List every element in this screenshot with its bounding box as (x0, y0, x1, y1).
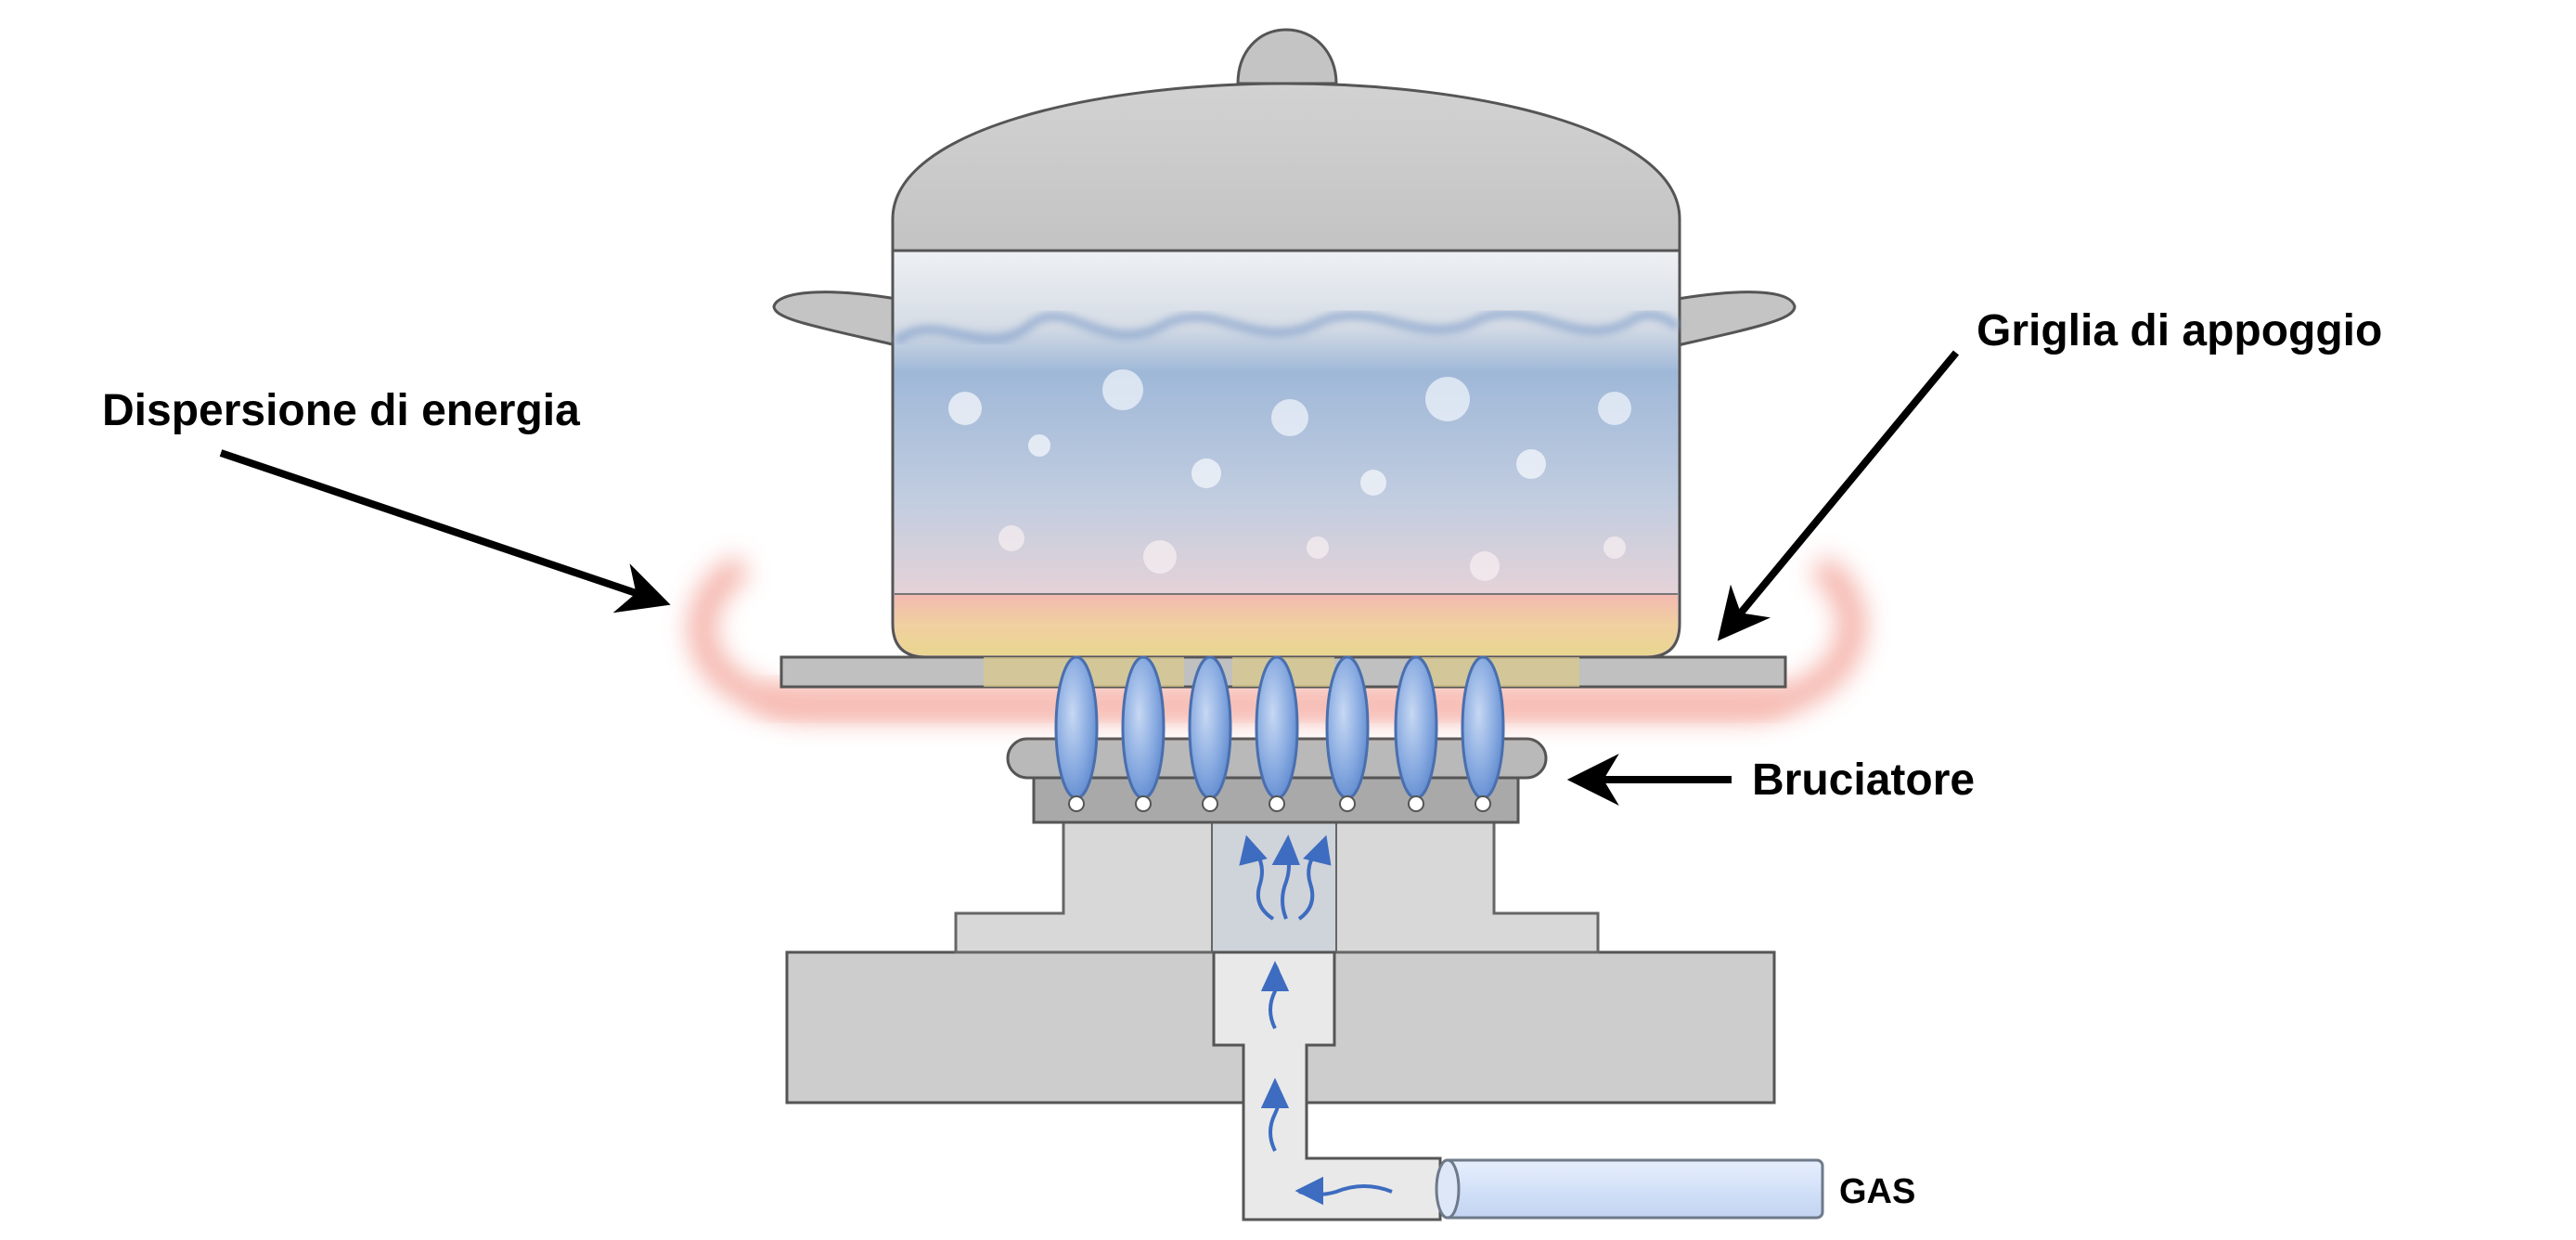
label-gas: GAS (1839, 1172, 1915, 1211)
pot-handle-right (1676, 291, 1797, 347)
label-dispersione: Dispersione di energia (102, 386, 580, 435)
label-bruciatore: Bruciatore (1752, 756, 1975, 805)
arrow-dispersione (219, 449, 671, 614)
gas-flow-arrow-icon (1260, 961, 1290, 1029)
flame-icon (1121, 655, 1166, 812)
burner-housing (954, 819, 1600, 954)
gas-flow-arrow-icon (1271, 834, 1300, 920)
flame-icon (1394, 655, 1438, 812)
gas-flow-arrow-icon (1297, 834, 1332, 921)
label-griglia: Griglia di appoggio (1977, 306, 2382, 355)
boiling-water (893, 308, 1681, 581)
gas-flow-arrow-icon (1260, 1078, 1290, 1152)
flames (1054, 655, 1505, 812)
flame-icon (1325, 655, 1370, 812)
arrow-griglia (1717, 350, 1960, 641)
flame-icon (1461, 655, 1505, 812)
flame-icon (1054, 655, 1099, 812)
pot-icon (772, 28, 1797, 659)
pot-lid-knob (1236, 28, 1338, 85)
burner-mixing-chamber (1211, 820, 1337, 953)
support-grid-pad (1422, 657, 1579, 687)
label-arrows (219, 350, 1960, 806)
gas-inlet-pipe (1440, 1158, 1824, 1220)
flame-icon (1255, 655, 1299, 812)
gas-inlet-pipe-opening (1435, 1158, 1461, 1220)
gas-flow-arrow-icon (1294, 1176, 1393, 1206)
pot-handle-left (772, 291, 898, 347)
pot-lid (891, 82, 1681, 252)
gas-flow-arrows (1239, 834, 1393, 1206)
flame-icon (1188, 655, 1232, 812)
gas-flow-arrow-icon (1239, 834, 1275, 921)
pot-hot-bottom (895, 594, 1678, 655)
